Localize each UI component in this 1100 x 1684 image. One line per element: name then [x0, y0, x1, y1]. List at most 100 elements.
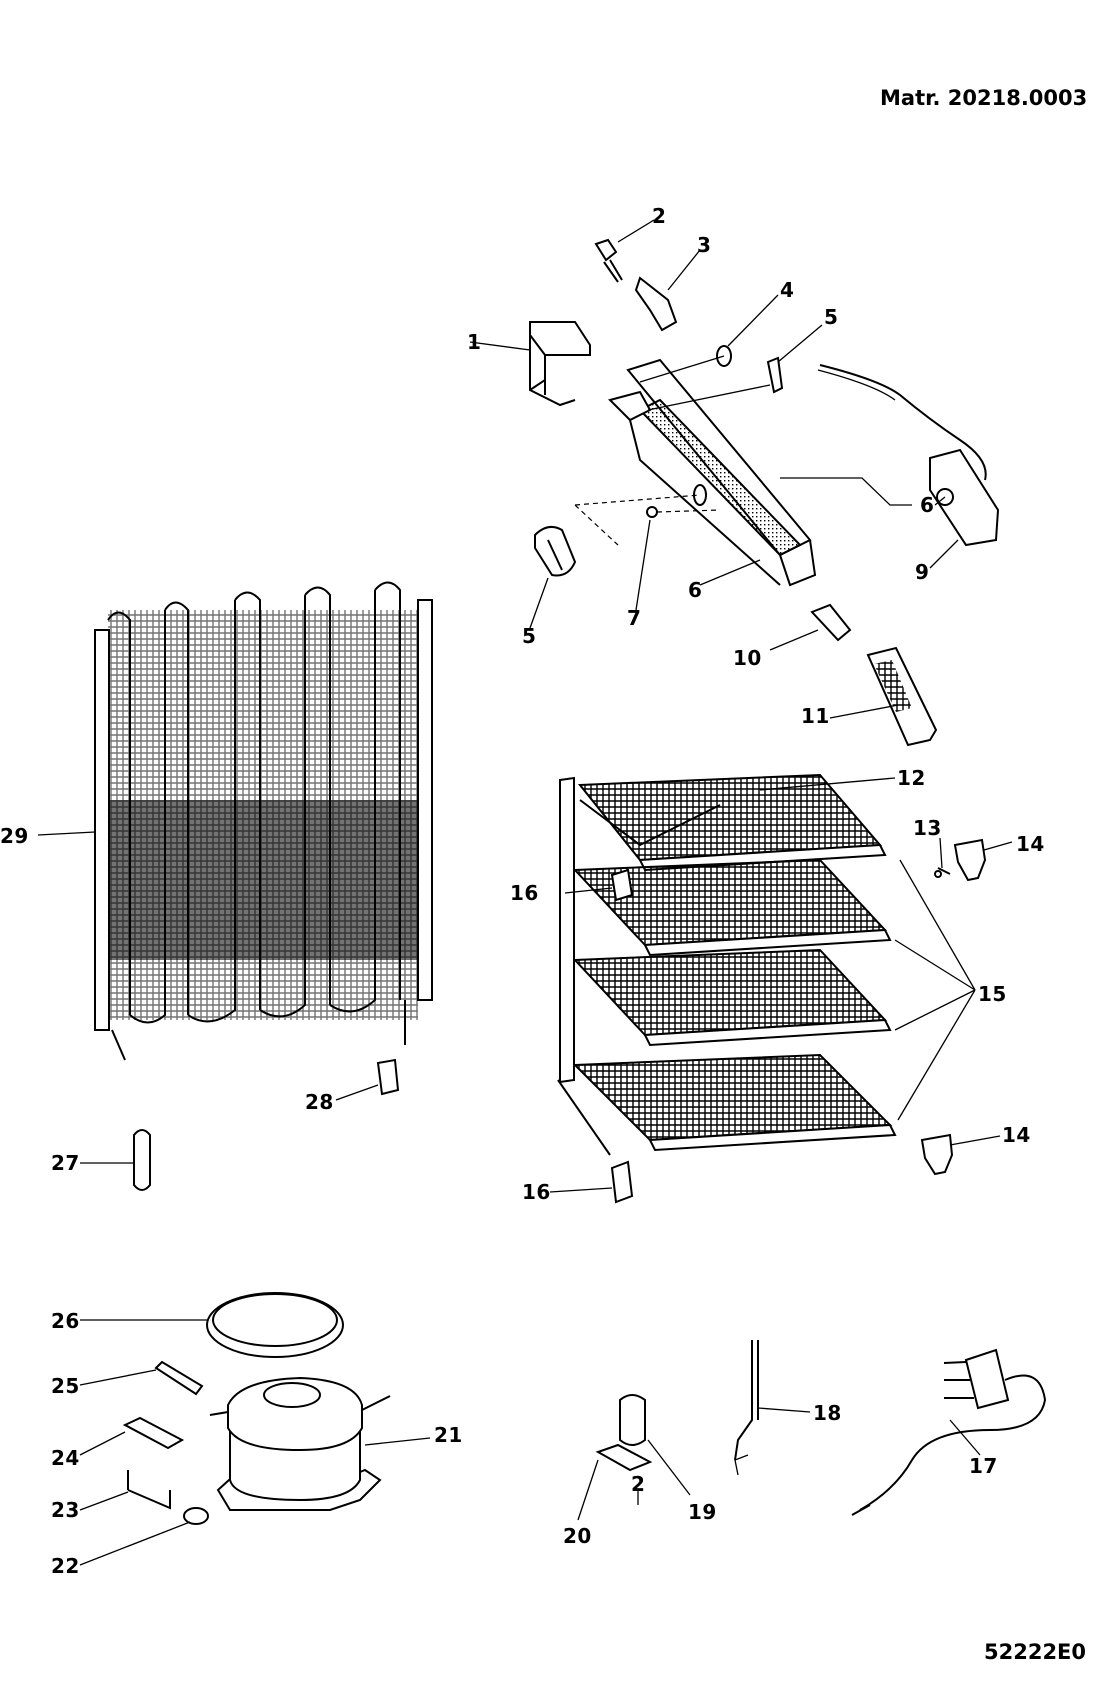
part-label-16-upper: 16: [510, 881, 539, 905]
part-label-26: 26: [51, 1309, 80, 1333]
sleeve-part-25: [154, 1360, 204, 1396]
drawing-code: 52222E0: [984, 1640, 1087, 1664]
leader-8: [934, 496, 946, 506]
leader-24: [79, 1431, 126, 1456]
part-label-3: 3: [697, 233, 712, 257]
leader-part5-housing: [647, 384, 771, 411]
gasket-ring-part-26: [206, 1292, 344, 1358]
part-label-15: 15: [978, 982, 1007, 1006]
part-label-27: 27: [51, 1151, 80, 1175]
part-label-11: 11: [801, 704, 830, 728]
part-label-28: 28: [305, 1090, 334, 1114]
part-label-18: 18: [813, 1401, 842, 1425]
part-label-9: 9: [915, 560, 930, 584]
thermostat-housing-part-6: [608, 358, 817, 587]
bracket-part-23: [127, 1470, 171, 1510]
leader-22: [79, 1521, 191, 1566]
part-label-23: 23: [51, 1498, 80, 1522]
part-label-4: 4: [780, 278, 795, 302]
shelf-leaders-part-15: [894, 859, 976, 1121]
clip-part-5: [766, 356, 784, 394]
part-label-5-clip: 5: [824, 305, 839, 329]
leader-20: [577, 1459, 599, 1521]
part-label-21: 21: [434, 1423, 463, 1447]
part-label-25: 25: [51, 1374, 80, 1398]
part-label-14-lower: 14: [1002, 1123, 1031, 1147]
leader-14b: [949, 1135, 1001, 1146]
leader-16a: [564, 887, 613, 894]
part-label-6-housing: 6: [688, 578, 703, 602]
leader-12: [759, 777, 896, 791]
bracket-part-16-lower: [610, 1160, 634, 1204]
part-label-19: 19: [688, 1500, 717, 1524]
leader-2: [617, 219, 655, 243]
leader-11: [829, 704, 899, 719]
leader-14a: [983, 841, 1013, 851]
leader-7: [635, 519, 651, 611]
leader-6b: [699, 559, 761, 586]
leader-10: [769, 629, 819, 651]
evaporator-plate-part-12: [577, 773, 887, 872]
leader-17: [949, 1419, 981, 1456]
thermostat-part-9: [929, 448, 1000, 547]
part-label-5-knob: 5: [522, 624, 537, 648]
shelf-3: [572, 948, 892, 1047]
grommet-part-22: [183, 1507, 209, 1525]
leader-4: [727, 294, 779, 347]
leader-part4-housing: [639, 355, 725, 383]
hinge-part-14-lower: [920, 1133, 954, 1176]
leader-19: [647, 1439, 691, 1496]
knob-part-5: [534, 525, 577, 577]
leader-1: [469, 341, 531, 351]
bracket-part-16-upper: [610, 868, 634, 902]
part-label-13: 13: [913, 816, 942, 840]
leader-8-line: [780, 477, 912, 506]
leader-18: [757, 1407, 811, 1413]
shelf-2: [572, 858, 892, 957]
evaporator-assembly: [557, 773, 897, 1156]
capillary-sensor-part: [817, 364, 987, 481]
leader-28: [335, 1084, 379, 1101]
part-label-2: 2: [652, 204, 667, 228]
clip-part-24: [122, 1416, 185, 1450]
leader-5b: [529, 577, 549, 629]
part-label-6-screw: 6: [920, 493, 935, 517]
leader-25: [79, 1369, 157, 1386]
part-label-14-upper: 14: [1016, 832, 1045, 856]
part-label-17: 17: [969, 1454, 998, 1478]
lamp-holder-part-10: [810, 603, 852, 642]
leader-16b: [549, 1187, 613, 1193]
leader-9: [929, 539, 959, 569]
drier-filter-part-27: [133, 1129, 151, 1191]
leader-13: [939, 837, 943, 869]
part-label-2-relay: 2: [631, 1472, 646, 1496]
pin-axis-line: [656, 509, 721, 513]
compressor-part-21: [209, 1376, 391, 1511]
drain-part-18: [734, 1340, 759, 1476]
part-label-29: 29: [0, 824, 29, 848]
part-label-22: 22: [51, 1554, 80, 1578]
screw-part-13: [934, 867, 951, 878]
condenser-part-29: [94, 581, 433, 1061]
leader-5: [777, 324, 823, 363]
thermostat-bracket-part-1: [529, 321, 591, 407]
leader-23: [79, 1491, 129, 1511]
clip-part-28: [376, 1058, 400, 1096]
pin-part-7: [646, 506, 658, 518]
leader-29: [37, 831, 96, 836]
part-label-24: 24: [51, 1446, 80, 1470]
power-cord-part-17: [851, 1348, 1047, 1516]
leader-3: [667, 249, 701, 291]
leader-21: [364, 1437, 431, 1446]
material-code: Matr. 20218.0003: [880, 86, 1088, 110]
cover-part-11: [866, 646, 938, 747]
part-label-16-lower: 16: [522, 1180, 551, 1204]
hinge-part-14-upper: [953, 838, 987, 882]
shaft-part-3: [634, 276, 678, 332]
part-label-12: 12: [897, 766, 926, 790]
shelf-4: [572, 1053, 897, 1152]
part-label-20: 20: [563, 1524, 592, 1548]
part-label-7: 7: [627, 606, 642, 630]
